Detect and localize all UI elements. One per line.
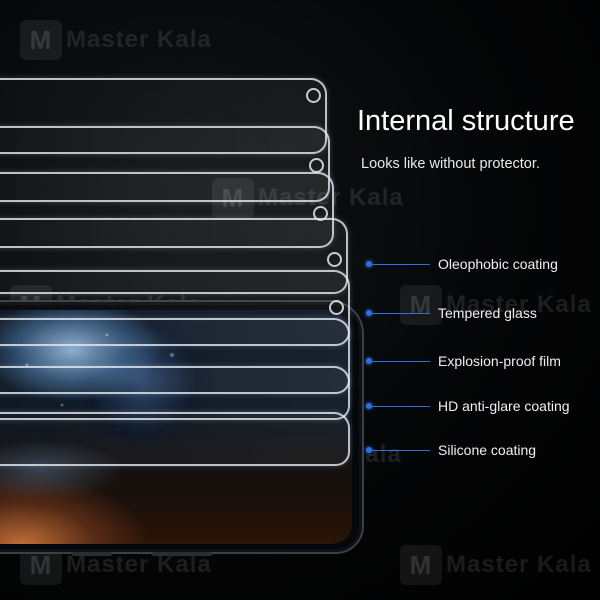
watermark-logo-icon: M <box>20 20 62 60</box>
layer-label-text: HD anti-glare coating <box>438 398 570 414</box>
bullet-dot-icon <box>366 358 372 364</box>
water-splash-graphic <box>0 310 352 544</box>
leader-line <box>372 312 430 314</box>
protector-layer <box>0 318 350 394</box>
watermark: M Master Kala <box>400 545 592 585</box>
page-subtitle: Looks like without protector. <box>361 156 540 172</box>
camera-cutout-icon <box>327 252 342 267</box>
watermark: M Master Kala <box>20 20 212 60</box>
phone-side-button <box>72 552 112 556</box>
protector-layer <box>0 126 330 202</box>
protector-layer <box>0 412 350 466</box>
camera-cutout-icon <box>309 158 324 173</box>
leader-line <box>372 263 430 265</box>
watermark-logo-icon: M <box>400 545 442 585</box>
layer-label-anti-glare: HD anti-glare coating <box>366 397 570 415</box>
layer-label-oleophobic: Oleophobic coating <box>366 255 558 273</box>
bullet-dot-icon <box>366 447 372 453</box>
leader-line <box>372 405 430 407</box>
leader-line <box>372 449 430 451</box>
layer-label-text: Oleophobic coating <box>438 256 558 272</box>
camera-cutout-icon <box>329 300 344 315</box>
bullet-dot-icon <box>366 310 372 316</box>
layer-label-silicone: Silicone coating <box>366 441 536 459</box>
phone-side-button <box>152 552 212 556</box>
camera-cutout-icon <box>313 206 328 221</box>
layer-label-text: Explosion-proof film <box>438 353 561 369</box>
layer-label-text: Tempered glass <box>438 305 537 321</box>
leader-line <box>372 360 430 362</box>
watermark-text: Master Kala <box>446 551 592 578</box>
layer-label-explosion-proof: Explosion-proof film <box>366 352 561 370</box>
camera-cutout-icon <box>306 88 321 103</box>
protector-layer <box>0 78 327 154</box>
layer-label-text: Silicone coating <box>438 442 537 458</box>
protector-layer <box>0 172 334 248</box>
page-title: Internal structure <box>357 105 575 137</box>
bullet-dot-icon <box>366 403 372 409</box>
layer-label-tempered-glass: Tempered glass <box>366 304 537 322</box>
protector-layer <box>0 270 350 346</box>
bullet-dot-icon <box>366 261 372 267</box>
watermark-text: Master Kala <box>66 26 212 53</box>
protector-layer <box>0 218 348 294</box>
phone-device <box>0 300 364 556</box>
protector-layer <box>0 366 350 420</box>
phone-screen-wallpaper <box>0 310 352 544</box>
